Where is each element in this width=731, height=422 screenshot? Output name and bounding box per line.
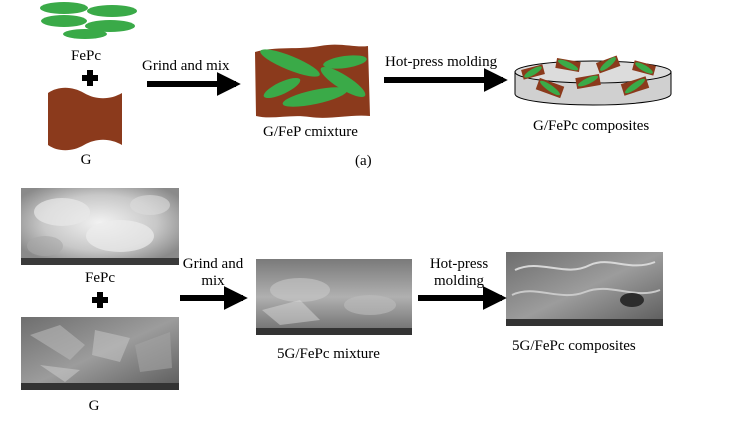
sem-graphite-image bbox=[21, 317, 179, 390]
panel-caption: (a) bbox=[355, 153, 372, 169]
graphite-sheet bbox=[48, 87, 122, 151]
mixture-label: G/FeP cmixture bbox=[263, 124, 358, 140]
step-grind-mix-line2: mix bbox=[201, 273, 225, 289]
plus-icon bbox=[92, 292, 108, 308]
step-grind-mix-line1: Grind and bbox=[182, 256, 244, 272]
plus-icon bbox=[82, 70, 98, 86]
mixture-label: 5G/FePc mixture bbox=[277, 346, 380, 362]
sem-composite-image bbox=[506, 252, 663, 326]
composite-label: 5G/FePc composites bbox=[512, 338, 636, 354]
fepc-particles bbox=[40, 2, 137, 39]
step-hot-press-line2: molding bbox=[433, 273, 484, 289]
sem-fepc-image bbox=[21, 188, 179, 265]
g-label: G bbox=[88, 398, 100, 414]
fepc-label: FePc bbox=[71, 48, 101, 64]
fepc-label: FePc bbox=[85, 270, 115, 286]
sem-mixture-image bbox=[256, 259, 412, 335]
step-hot-press-label: Hot-press molding bbox=[422, 256, 496, 290]
g-label: G bbox=[80, 152, 92, 168]
step-grind-mix-label: Grind and mix bbox=[142, 58, 230, 74]
step-grind-mix-label: Grind and mix bbox=[176, 256, 250, 290]
step-hot-press-line1: Hot-press bbox=[429, 256, 489, 272]
step-hot-press-label: Hot-press molding bbox=[385, 54, 498, 70]
composite-label: G/FePc composites bbox=[533, 118, 650, 134]
composite-dish bbox=[514, 55, 672, 106]
mixture-block bbox=[255, 44, 370, 118]
